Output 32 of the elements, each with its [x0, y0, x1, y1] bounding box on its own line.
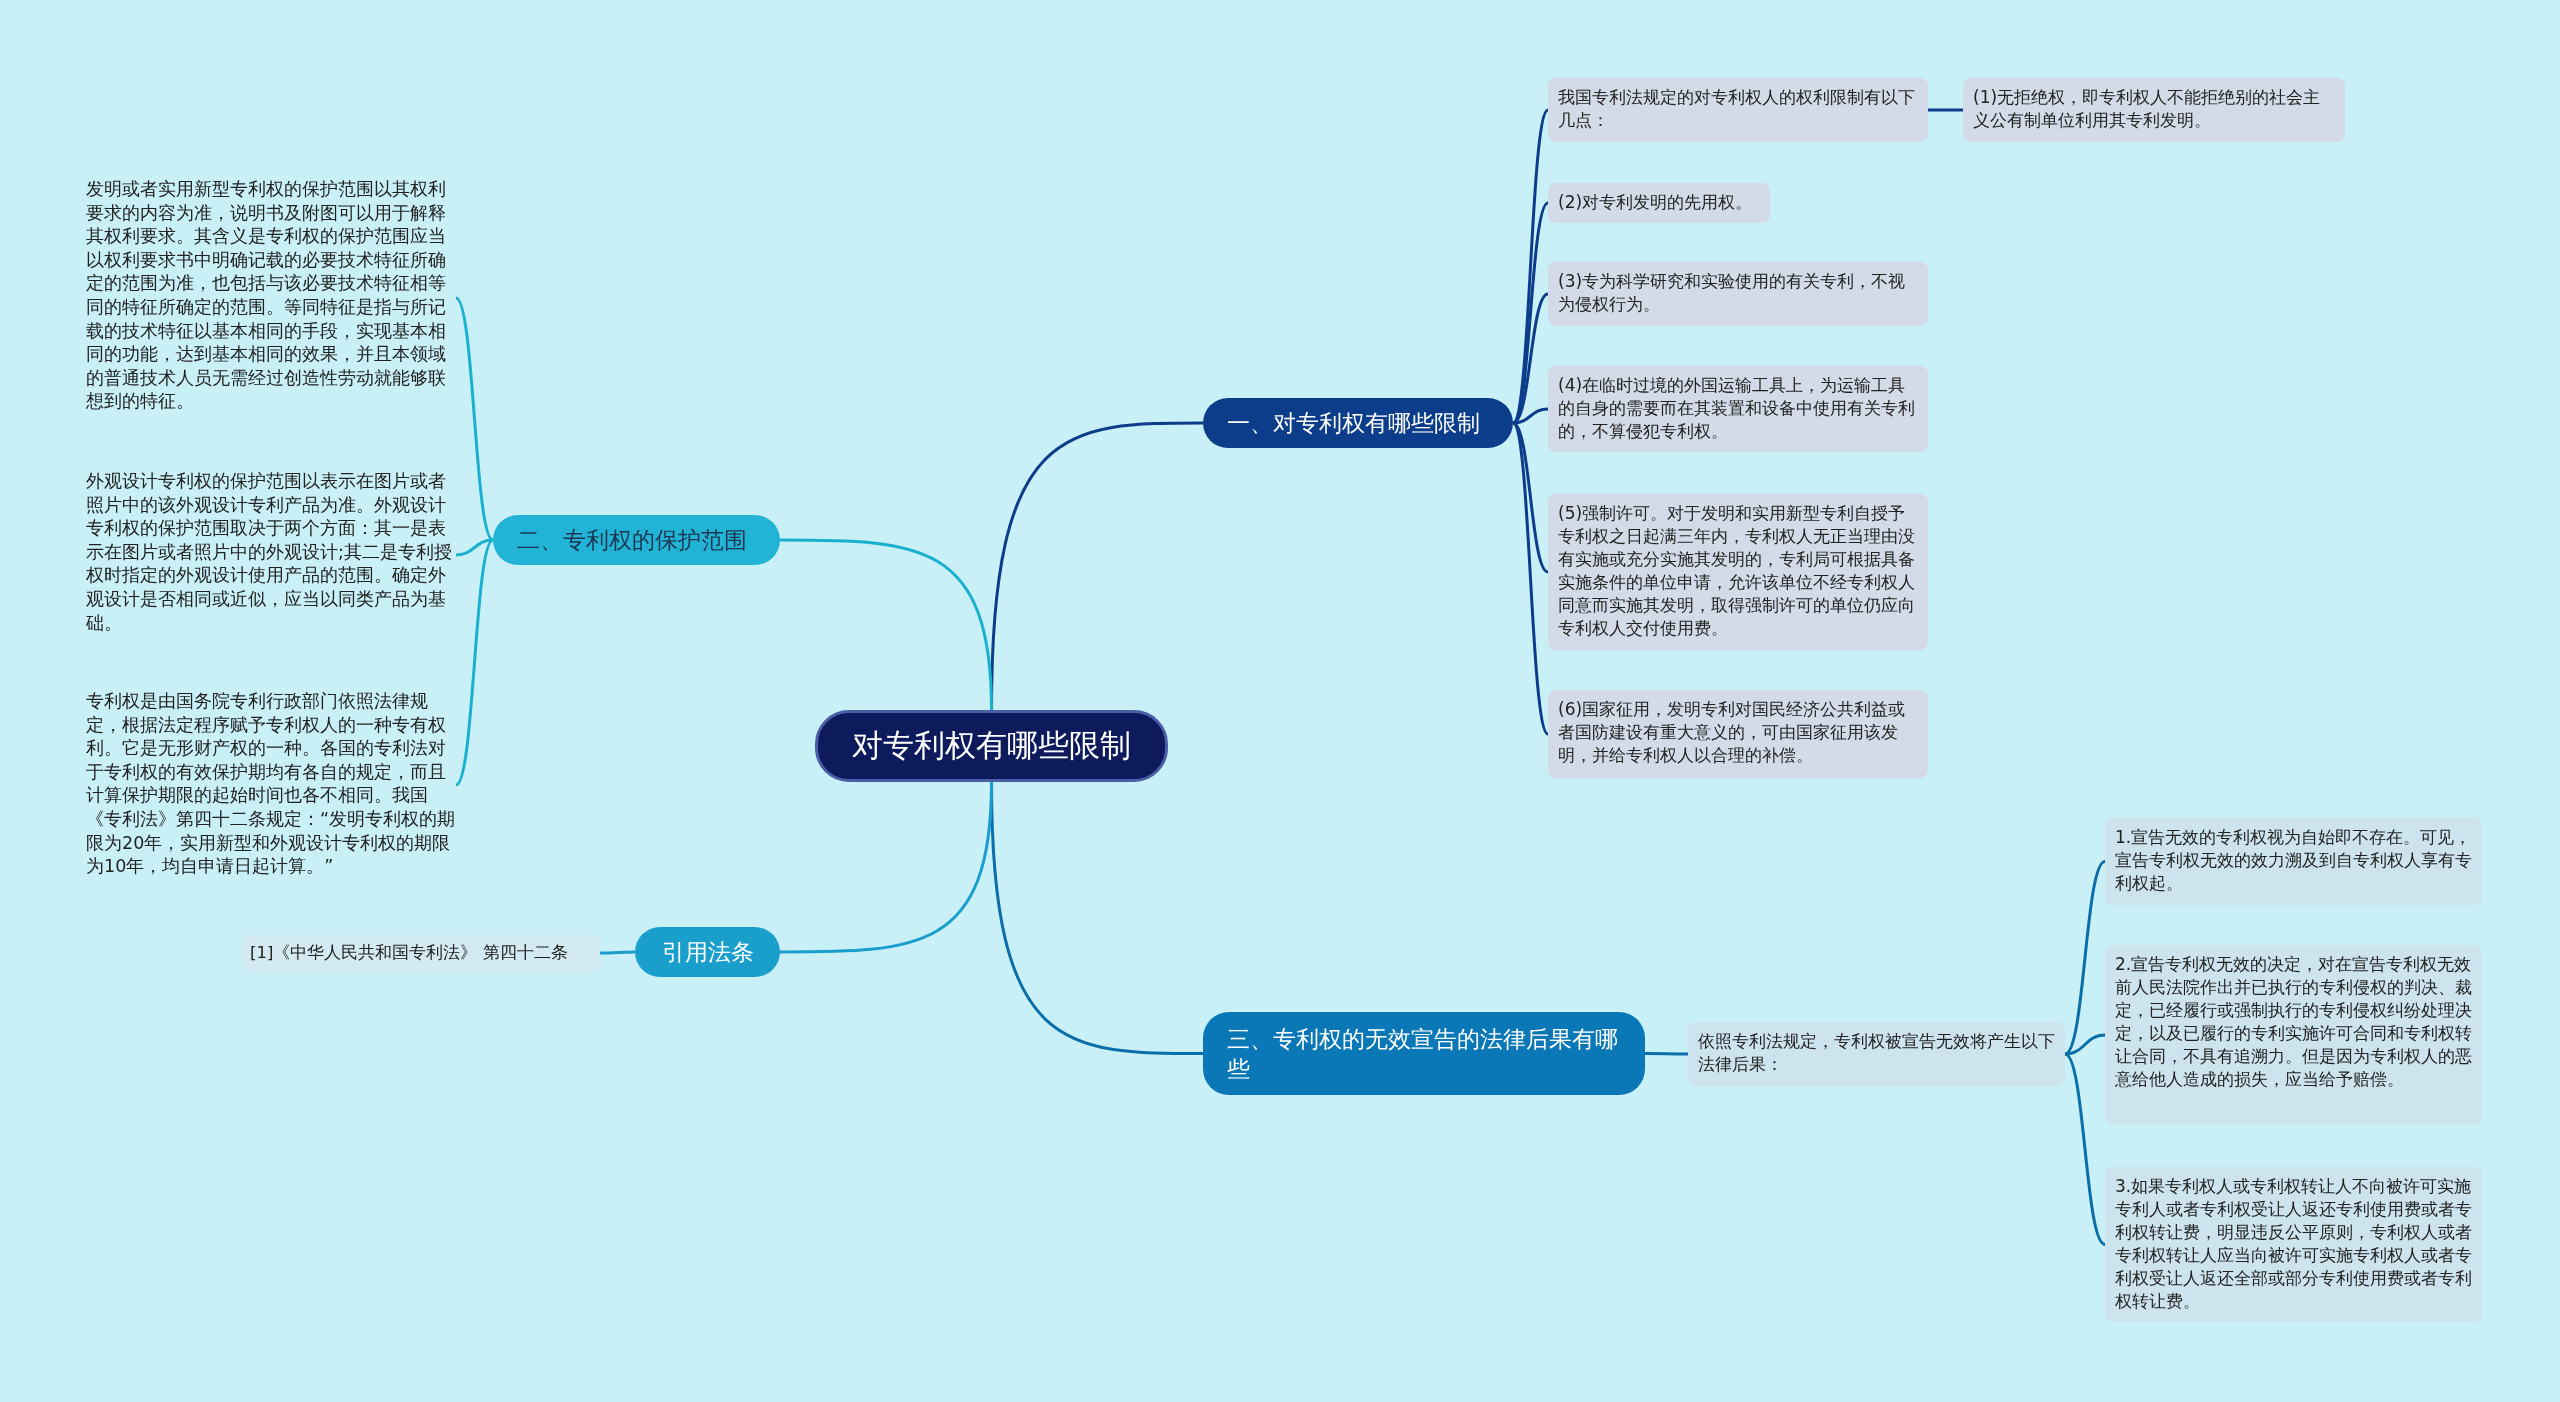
topic-box: 一、对专利权有哪些限制: [1203, 398, 1513, 448]
text-box: (5)强制许可。对于发明和实用新型专利自授予专利权之日起满三年内，专利权人无正当理由没有实施或充分实施其发明的，专利局可根据具备实施条件的单位申请，允许该单位不经专利权人同意而实施其发明，取得强制许可的单位仍应向专利权人交付使用费。: [1548, 494, 1928, 650]
text-box: 2.宣告专利权无效的决定，对在宣告专利权无效前人民法院作出并已执行的专利侵权的判决、裁定，已经履行或强制执行的专利侵权纠纷处理决定，以及已履行的专利实施许可合同和专利权转让合同，不具有追溯力。但是因为专利权人的恶意给他人造成的损失，应当给予赔偿。: [2105, 945, 2482, 1125]
connector-line: [2064, 1052, 2106, 1246]
citation-text: [1]《中华人民共和国专利法》 第四十二条: [242, 935, 600, 971]
connector-line: [600, 950, 635, 955]
connector-line: [455, 538, 494, 557]
text-box: 3.如果专利权人或专利权转让人不向被许可实施专利人或者专利权受让人返还专利使用费或者专利权转让费，明显违反公平原则，专利权人或者专利权转让人应当向被许可实施专利权人或者专利权受让人返还全部或部分专利使用费或者专利权转让费。: [2105, 1167, 2482, 1322]
topic-box: 三、专利权的无效宣告的法律后果有哪些: [1203, 1012, 1645, 1095]
central-topic-box: 对专利权有哪些限制: [815, 710, 1168, 782]
note-text: 专利权是由国务院专利行政部门依照法律规定，根据法定程序赋予专利权人的一种专有权利。它是无形财产权的一种。各国的专利法对于专利权的有效保护期均有各自的规定，而且计算保护期限的起始时间也各不相同。我国《专利法》第四十二条规定：“发明专利权的期限为20年，实用新型和外观设计专利权的期限为10年，均自申请日起计算。”: [86, 690, 456, 880]
connector-line: [1928, 108, 1963, 112]
connector-line: [1645, 1052, 1688, 1056]
connector-line: [780, 781, 993, 954]
connector-line: [2064, 1033, 2106, 1056]
text-box: (6)国家征用，发明专利对国民经济公共利益或者国防建设有重大意义的，可由国家征用该发明，并给专利权人以合理的补偿。: [1548, 690, 1928, 778]
connector-line: [1511, 422, 1550, 735]
note-text: 外观设计专利权的保护范围以表示在图片或者照片中的该外观设计专利产品为准。外观设计专利权的保护范围取决于两个方面：其一是表示在图片或者照片中的外观设计;其二是专利授权时指定的外观设计使用产品的范围。确定外观设计是否相同或近似，应当以同类产品为基础。: [86, 470, 456, 640]
text-box: (2)对专利发明的先用权。: [1548, 183, 1770, 223]
text-box: (4)在临时过境的外国运输工具上，为运输工具的自身的需要而在其装置和设备中使用有关专利的，不算侵犯专利权。: [1548, 366, 1928, 452]
connector-line: [780, 538, 993, 711]
note-text: 发明或者实用新型专利权的保护范围以其权利要求的内容为准，说明书及附图可以用于解释其权利要求。其含义是专利权的保护范围应当以权利要求书中明确记载的必要技术特征所确定的范围为准，也包括与该必要技术特征相等同的特征所确定的范围。等同特征是指与所记载的技术特征以基本相同的手段，实现基本相同的功能，达到基本相同的效果，并且本领域的普通技术人员无需经过创造性劳动就能够联想到的特征。: [86, 178, 456, 418]
topic-box: 引用法条: [635, 927, 780, 977]
topic-box: 二、专利权的保护范围: [493, 515, 780, 565]
text-box: 我国专利法规定的对专利权人的权利限制有以下几点：: [1548, 78, 1928, 142]
text-box: 依照专利法规定，专利权被宣告无效将产生以下法律后果：: [1688, 1022, 2065, 1086]
text-box: (3)专为科学研究和实验使用的有关专利，不视为侵权行为。: [1548, 262, 1928, 326]
connector-line: [1512, 421, 1549, 574]
connector-line: [454, 297, 495, 541]
text-box: 1.宣告无效的专利权视为自始即不存在。可见，宣告专利权无效的效力溯及到自专利权人享有专利权起。: [2105, 818, 2482, 905]
text-box: (1)无拒绝权，即专利权人不能拒绝别的社会主义公有制单位利用其专利发明。: [1963, 78, 2345, 142]
connector-line: [454, 539, 495, 786]
